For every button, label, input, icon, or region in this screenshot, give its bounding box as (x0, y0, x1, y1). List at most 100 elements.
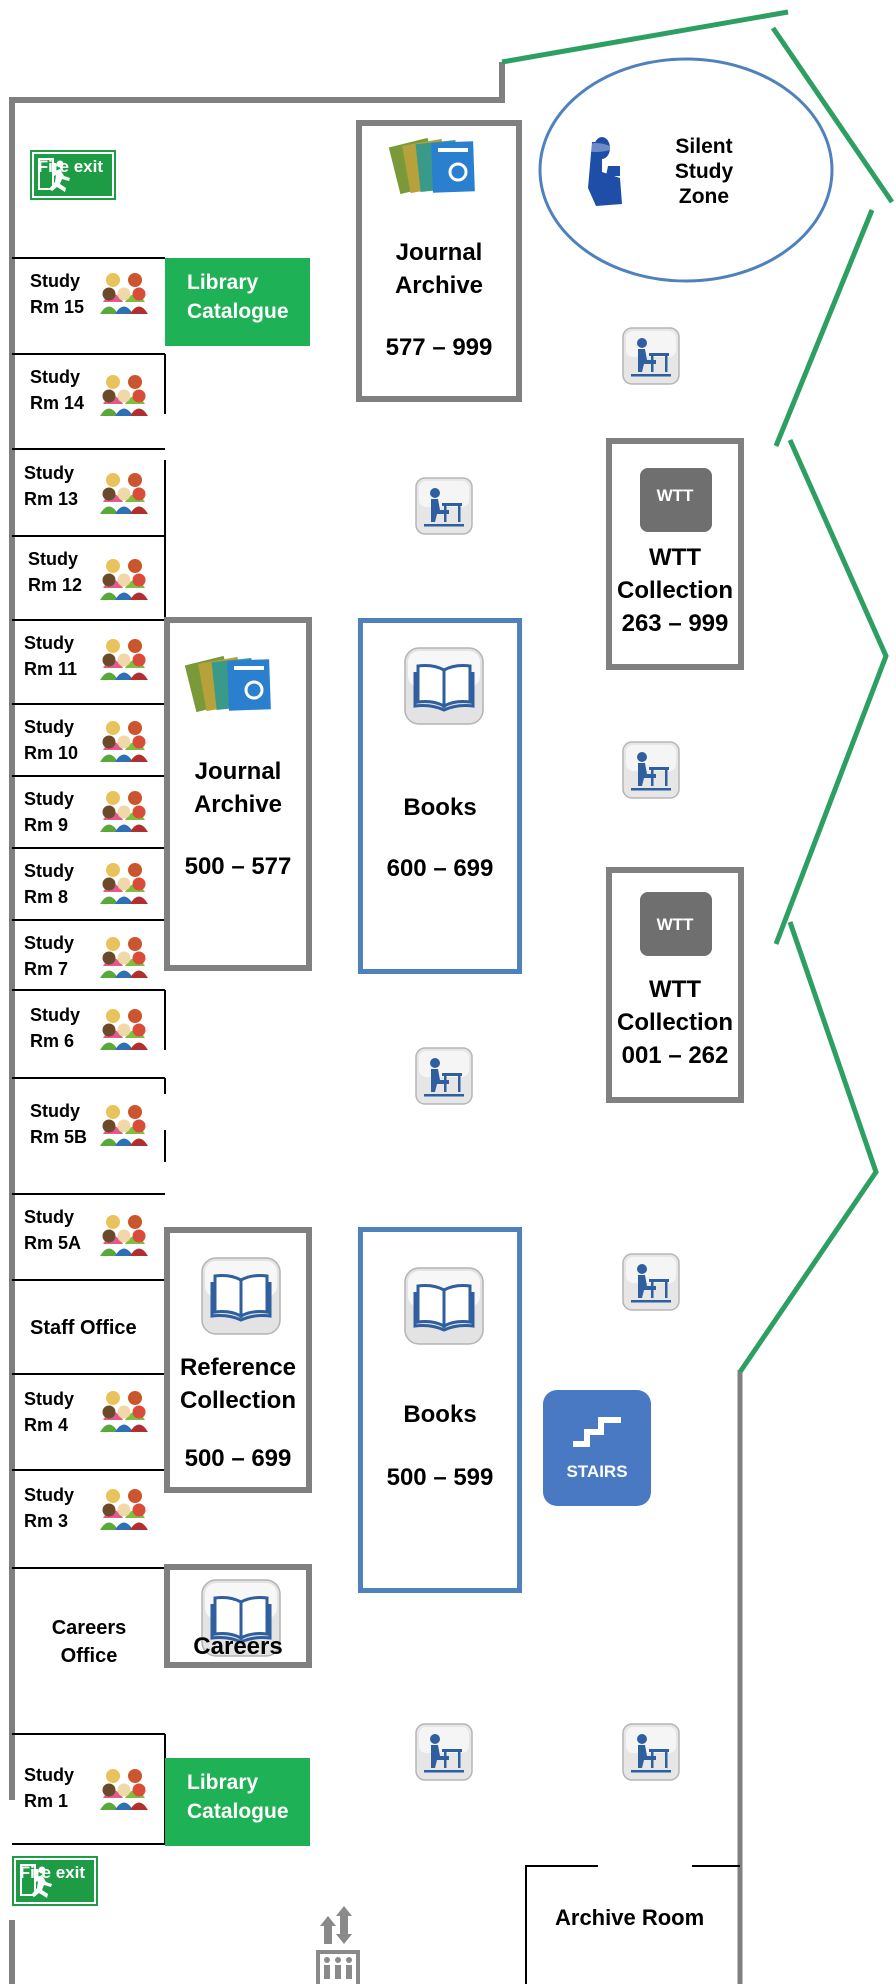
shelf-range: 500 – 577 (184, 853, 292, 880)
fire-exit-label: Fire exit (37, 157, 103, 176)
careers-shelf[interactable]: Careers (164, 1564, 312, 1668)
group-people-icon (100, 375, 148, 416)
journal-archive-577-999[interactable]: Journal Archive 577 – 999 (356, 120, 522, 402)
left-outer-wall (9, 62, 505, 1800)
catalogue-label-line1: Library (187, 1771, 259, 1794)
books-600-699[interactable]: Books 600 – 699 (358, 618, 522, 974)
study-room-dividers (12, 257, 166, 1845)
stairs-label: STAIRS (566, 1462, 628, 1481)
stairs-icon (573, 1417, 621, 1447)
group-people-icon (100, 473, 148, 514)
group-people-icon (100, 1391, 148, 1432)
group-people-icon (100, 273, 148, 314)
finger-on-lips-icon (582, 137, 622, 206)
shelf-range: 001 – 262 (621, 1042, 729, 1069)
shelf-title: Books (403, 794, 477, 821)
study-desk-icon[interactable] (622, 1253, 680, 1311)
fire-exit-label: Fire exit (19, 1863, 85, 1882)
staff-office-label[interactable]: Staff Office (30, 1317, 137, 1339)
silent-study-zone[interactable]: Silent Study Zone (660, 134, 748, 209)
shelf-title-line1: WTT (649, 976, 701, 1003)
library-catalogue-bottom[interactable]: Library Catalogue (165, 1758, 310, 1846)
running-man-exit-icon (20, 1864, 52, 1898)
fire-exit-sign-top: Fire exit (30, 150, 116, 200)
shelf-range: 263 – 999 (621, 610, 729, 637)
group-people-icon (100, 1105, 148, 1146)
shelf-title-line2: Collection (616, 577, 733, 604)
study-desk-icon[interactable] (622, 1723, 680, 1781)
green-wall-1 (770, 26, 895, 204)
archive-room-walls (525, 1865, 740, 1984)
shelf-title: Careers (193, 1633, 283, 1660)
shelf-title-line2: Collection (179, 1387, 296, 1414)
shelf-range: 500 – 699 (184, 1445, 292, 1472)
zone-label-line1: Silent (675, 135, 733, 158)
group-people-icon (100, 937, 148, 978)
fire-exit-sign-bottom: Fire exit (12, 1856, 98, 1906)
lift-icon (316, 1906, 360, 1984)
study-desk-icon[interactable] (415, 477, 473, 535)
wtt-collection-263-999[interactable]: WTT WTT Collection 263 – 999 (606, 438, 744, 670)
catalogue-label-line1: Library (187, 271, 259, 294)
study-desk-icon[interactable] (415, 1047, 473, 1105)
books-500-599[interactable]: Books 500 – 599 (358, 1227, 522, 1593)
catalogue-label-line2: Catalogue (187, 300, 289, 323)
group-people-icon (100, 1769, 148, 1810)
green-wall-top (501, 9, 789, 65)
group-people-icon (100, 863, 148, 904)
green-wall-4 (737, 921, 879, 1374)
shelf-title-line1: WTT (649, 544, 701, 571)
wtt-collection-001-262[interactable]: WTT WTT Collection 001 – 262 (606, 867, 744, 1103)
group-people-icon (100, 721, 148, 762)
group-people-icon (100, 559, 148, 600)
study-desk-icon[interactable] (415, 1723, 473, 1781)
group-people-icon (100, 791, 148, 832)
group-people-icon (100, 1215, 148, 1256)
reference-collection-500-699[interactable]: Reference Collection 500 – 699 (164, 1227, 312, 1493)
wtt-badge-text: WTT (656, 915, 694, 934)
study-desk-icon[interactable] (622, 741, 680, 799)
study-desk-icon[interactable] (622, 327, 680, 385)
group-people-icon (100, 1009, 148, 1050)
group-people-icon (100, 639, 148, 680)
shelf-range: 600 – 699 (386, 855, 494, 882)
shelf-title-line1: Journal (395, 239, 483, 266)
silent-zone-ellipse (538, 57, 834, 283)
shelf-range: 577 – 999 (385, 334, 493, 361)
archive-room-label[interactable]: Archive Room (555, 1905, 705, 1930)
shelf-range: 500 – 599 (386, 1464, 494, 1491)
shelf-title-line2: Collection (616, 1009, 733, 1036)
shelf-title-line2: Archive (193, 791, 283, 818)
zone-label-line3: Zone (678, 185, 730, 208)
catalogue-label-line2: Catalogue (187, 1800, 289, 1823)
shelf-title-line1: Journal (194, 758, 282, 785)
zone-label-line2: Study (674, 160, 734, 183)
shelf-title: Books (403, 1401, 477, 1428)
wtt-badge-text: WTT (656, 486, 694, 505)
library-catalogue-top[interactable]: Library Catalogue (165, 258, 310, 346)
group-people-icon (100, 1489, 148, 1530)
journal-archive-500-577[interactable]: Journal Archive 500 – 577 (164, 617, 312, 971)
green-wall-3 (773, 438, 889, 945)
green-wall-2 (773, 209, 875, 447)
shelf-title-line1: Reference (179, 1354, 297, 1381)
stairs[interactable]: STAIRS (543, 1390, 651, 1506)
running-man-exit-icon (38, 158, 70, 192)
